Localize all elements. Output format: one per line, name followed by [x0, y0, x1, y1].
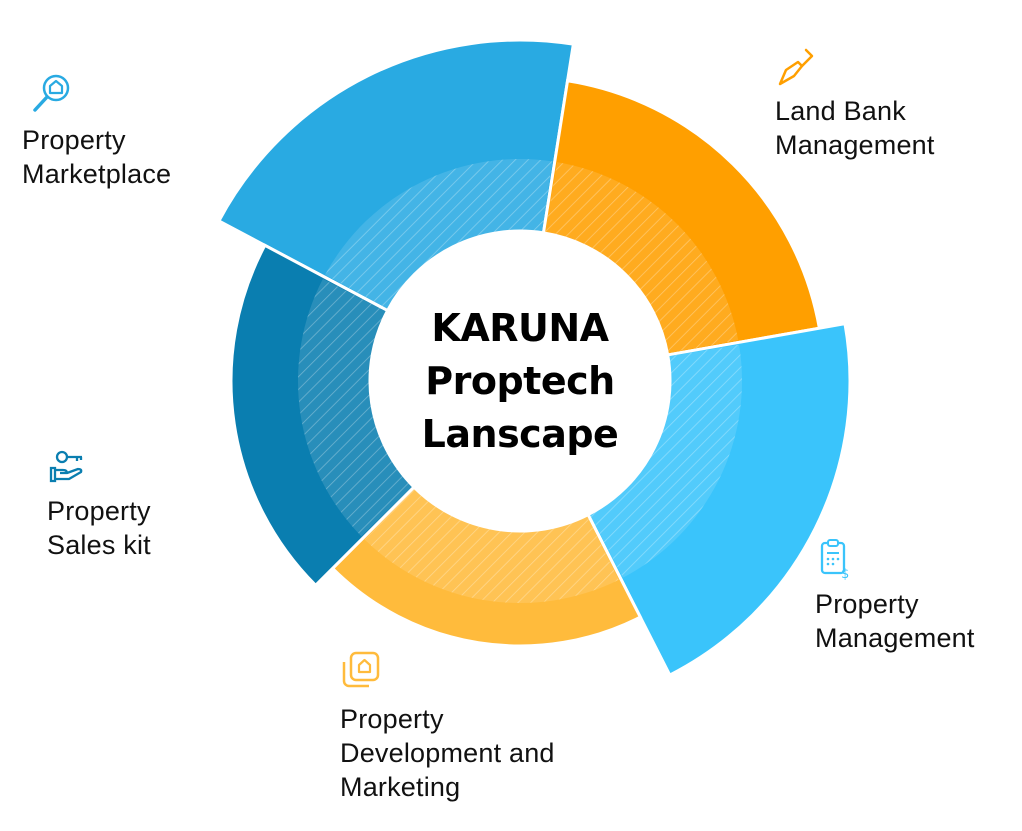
segment-hatch-marketplace: [325, 159, 553, 310]
center-title: KARUNA Proptech Lanscape: [380, 302, 660, 461]
hand-key-icon: [49, 450, 83, 483]
segment-hatch-development: [364, 488, 619, 603]
center-circle: [369, 230, 671, 532]
clipboard-dollar-icon: $: [820, 539, 849, 580]
svg-text:$: $: [841, 567, 849, 580]
title-line-2: Proptech: [425, 359, 615, 403]
search-house-icon: [33, 74, 70, 112]
house-layers-icon: [342, 651, 380, 688]
title-line-3: Lanscape: [421, 412, 619, 456]
segment-hatch-management: [589, 344, 743, 578]
trowel-icon: [778, 48, 814, 86]
segment-hatch-saleskit: [297, 278, 413, 537]
title-line-1: KARUNA: [431, 306, 609, 350]
segment-hatch-landbank: [545, 162, 739, 354]
